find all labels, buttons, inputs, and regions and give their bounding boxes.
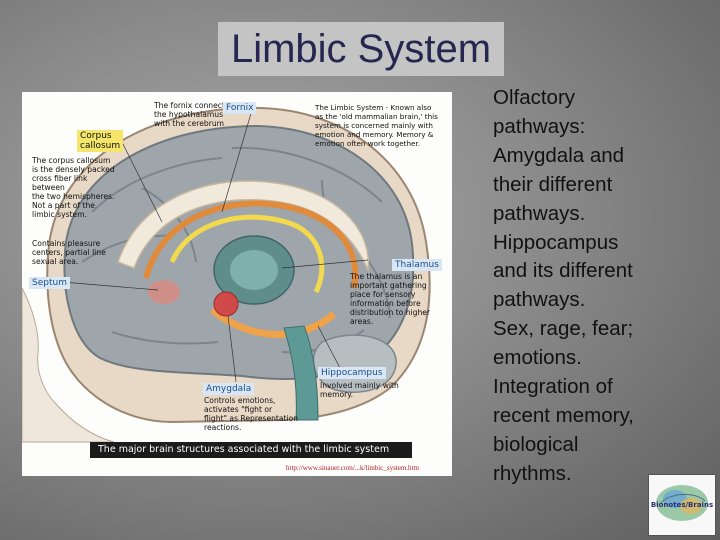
corpus-callosum-note: The corpus callosum is the densely packe… bbox=[32, 156, 115, 219]
body-line: recent memory, bbox=[493, 403, 634, 427]
body-line: Integration of bbox=[493, 375, 613, 399]
body-line: Sex, rage, fear; bbox=[493, 317, 634, 341]
corner-logo: Bionotes/Brains bbox=[648, 474, 716, 536]
septum-note: Contains pleasure centers, partial line … bbox=[32, 239, 106, 266]
body-line: and its different bbox=[493, 259, 633, 283]
thalamus-note: The thalamus is an important gathering p… bbox=[350, 272, 431, 326]
body-line: pathways. bbox=[493, 288, 586, 312]
slide-title: Limbic System bbox=[230, 26, 492, 71]
body-line: emotions. bbox=[493, 346, 582, 370]
limbic-system-note: The Limbic System - Known also as the 'o… bbox=[315, 103, 438, 148]
hippocampus-note: Involved mainly with memory. bbox=[320, 381, 399, 399]
slide-body-text: Olfactory pathways: Amygdala and their d… bbox=[493, 84, 693, 489]
septum-label: Septum bbox=[29, 277, 70, 289]
body-line: their different bbox=[493, 172, 613, 196]
fornix-label: Fornix bbox=[223, 102, 257, 114]
body-line: Hippocampus bbox=[493, 230, 619, 254]
corpus-callosum-label: Corpus callosum bbox=[77, 130, 124, 152]
amygdala-label: Amygdala bbox=[203, 383, 255, 395]
figure-caption: The major brain structures associated wi… bbox=[90, 442, 412, 458]
body-line: pathways: bbox=[493, 114, 586, 138]
body-line: Olfactory bbox=[493, 86, 576, 109]
source-url: http://www.sinauer.com/...k/limbic_syste… bbox=[286, 464, 419, 472]
fornix-note: The fornix connects the hypothalamus wit… bbox=[154, 101, 229, 128]
limbic-system-figure: The fornix connects the hypothalamus wit… bbox=[22, 92, 452, 476]
hippocampus-label: Hippocampus bbox=[318, 367, 386, 379]
body-line: Amygdala and bbox=[493, 143, 625, 167]
amygdala-note: Controls emotions, activates "fight or f… bbox=[204, 396, 299, 432]
thalamus-label: Thalamus bbox=[392, 259, 442, 271]
brain-illustration bbox=[22, 106, 431, 443]
slide-title-box: Limbic System bbox=[218, 22, 504, 76]
brain-logo-icon bbox=[656, 485, 708, 521]
body-line: biological bbox=[493, 432, 579, 456]
body-line: pathways. bbox=[493, 201, 586, 225]
logo-text: Bionotes/Brains bbox=[650, 501, 714, 509]
body-line: rhythms. bbox=[493, 461, 572, 485]
